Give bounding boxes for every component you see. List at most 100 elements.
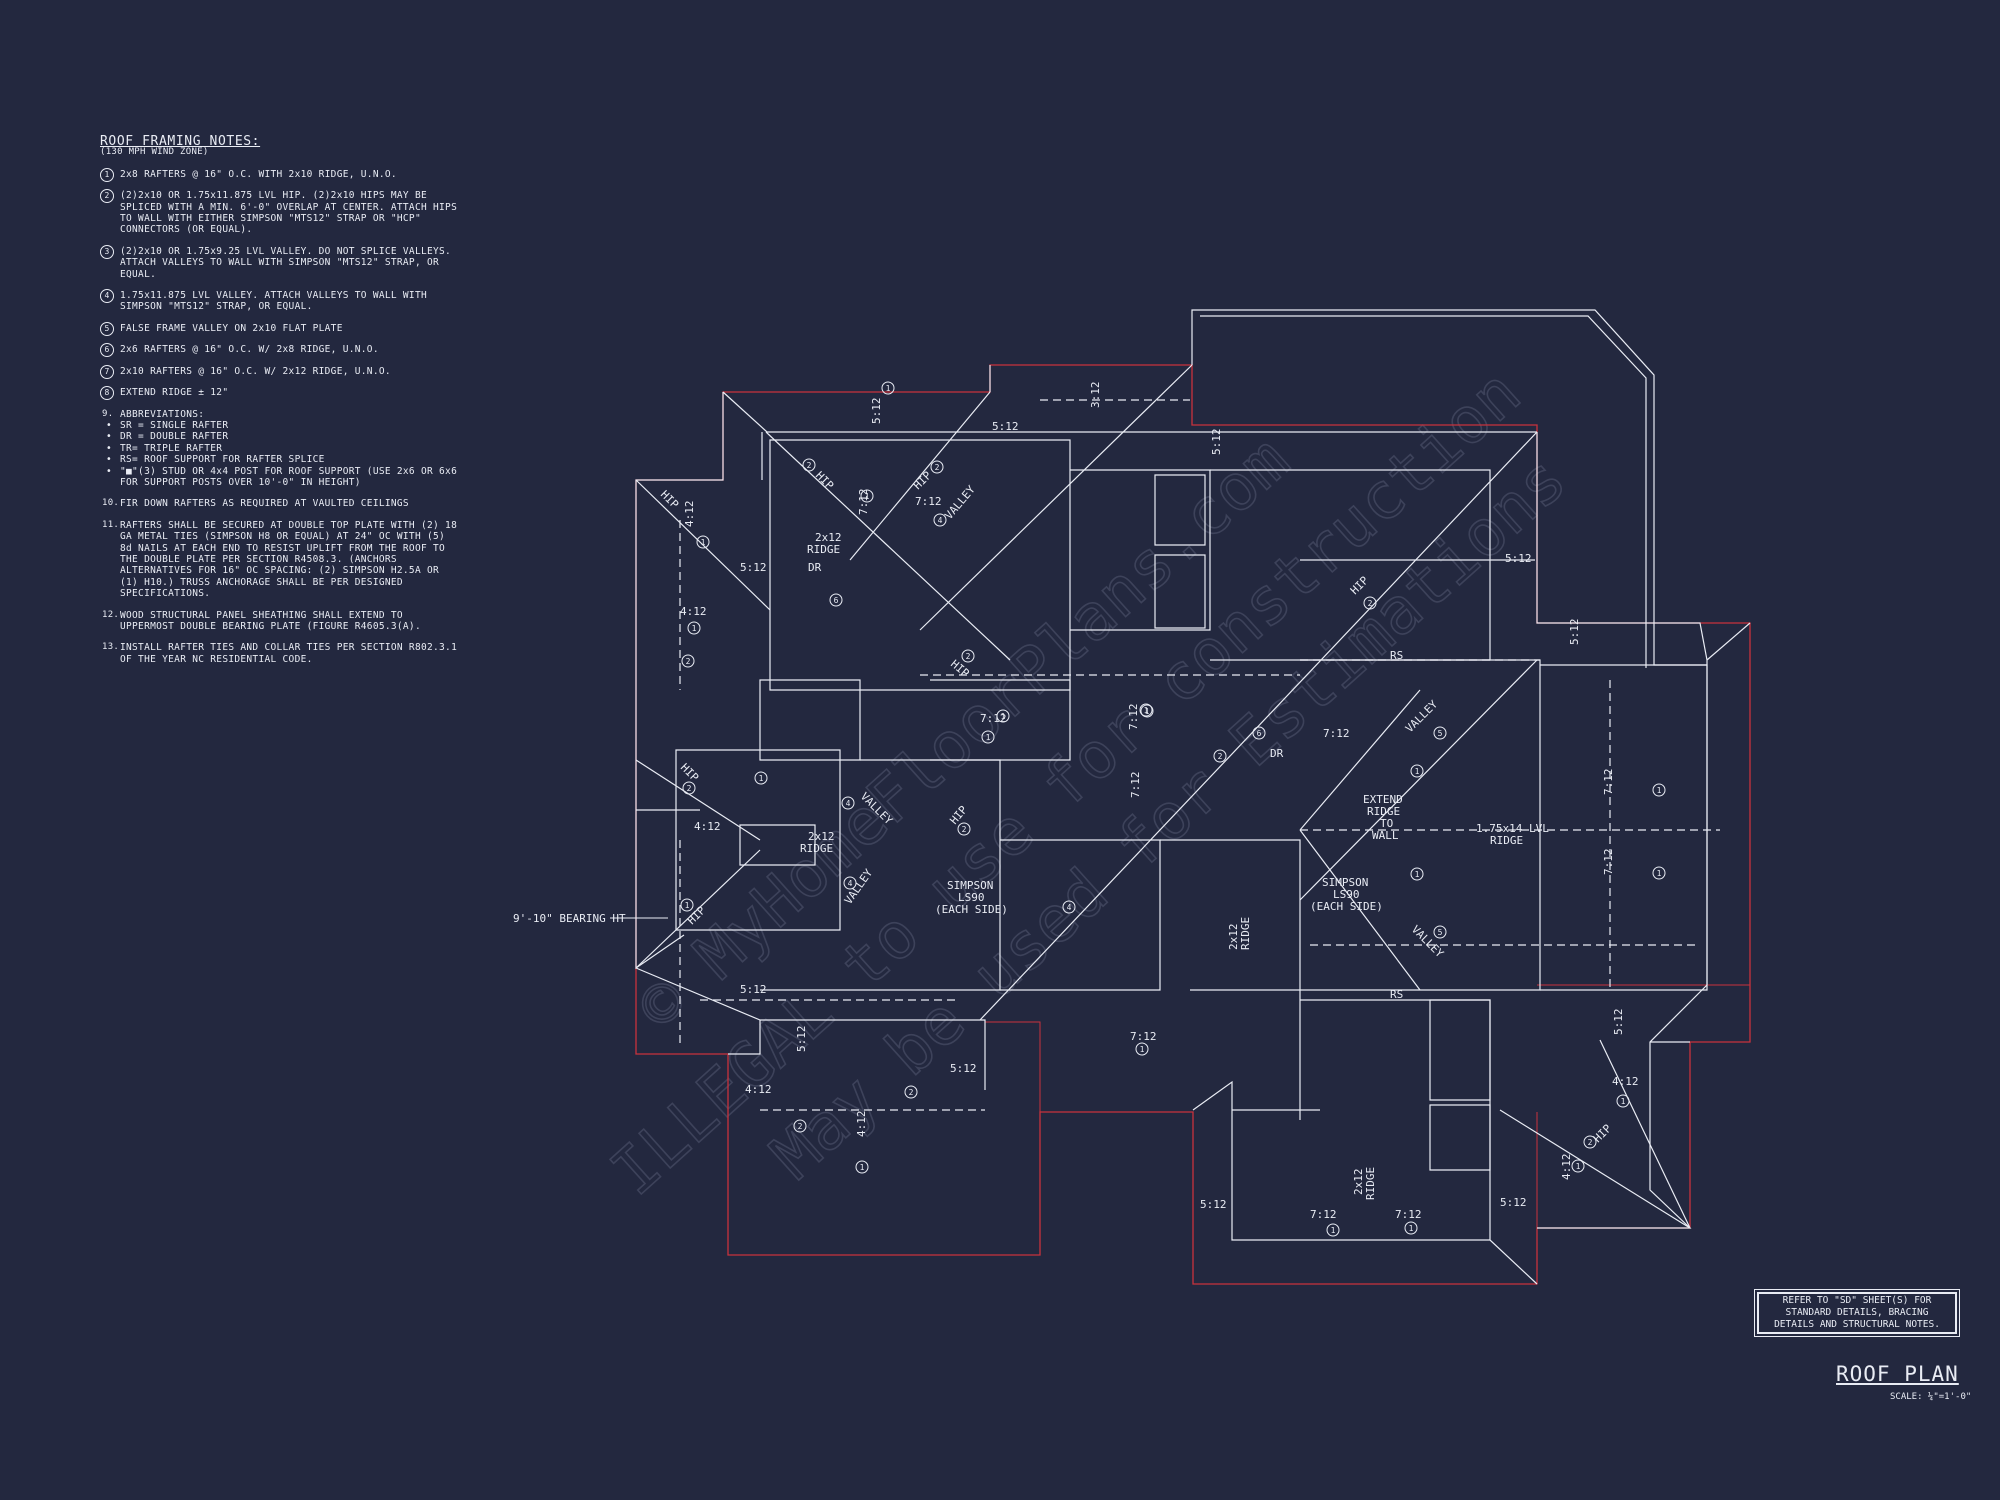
note-marker-number: 1 bbox=[1144, 706, 1149, 715]
valley-label: VALLEY bbox=[858, 790, 896, 828]
hip-label: HIP bbox=[911, 469, 935, 493]
note-number: 10. bbox=[102, 498, 120, 509]
pitch-label: 7:12 bbox=[1130, 1030, 1157, 1043]
notes-subtitle: (130 MPH WIND ZONE) bbox=[100, 147, 209, 158]
framing-note: 10.FIR DOWN RAFTERS AS REQUIRED AT VAULT… bbox=[100, 498, 460, 509]
pitch-label: 5:12 bbox=[1500, 1196, 1527, 1209]
hip-label: HIP bbox=[813, 469, 837, 493]
abbreviation-item: RS= ROOF SUPPORT FOR RAFTER SPLICE bbox=[106, 454, 460, 466]
note-marker-circle bbox=[930, 460, 944, 474]
ridge-size-label: 2x12 bbox=[1352, 1169, 1365, 1196]
note-marker-circle bbox=[904, 1085, 918, 1099]
abbreviations-list: SR = SINGLE RAFTERDR = DOUBLE RAFTERTR= … bbox=[106, 420, 460, 489]
note-marker-circle bbox=[1571, 1159, 1585, 1173]
framing-note: 13.INSTALL RAFTER TIES AND COLLAR TIES P… bbox=[100, 642, 460, 665]
note-text: (2)2x10 OR 1.75x9.25 LVL VALLEY. DO NOT … bbox=[120, 245, 452, 280]
framing-note: 3 (2)2x10 OR 1.75x9.25 LVL VALLEY. DO NOT… bbox=[100, 244, 460, 280]
note-marker-number: 2 bbox=[962, 825, 967, 834]
note-marker-circle bbox=[802, 458, 816, 472]
note-number: 6 bbox=[100, 343, 114, 358]
note-marker-number: 1 bbox=[1415, 767, 1420, 776]
framing-note: 2(2)2x10 OR 1.75x11.875 LVL HIP. (2)2x10… bbox=[100, 189, 460, 236]
extend-ridge-label: RIDGE bbox=[1367, 805, 1400, 818]
hip-label: HIP bbox=[1348, 574, 1372, 598]
note-marker-number: 1 bbox=[701, 538, 706, 547]
note-marker-circle bbox=[682, 781, 696, 795]
note-marker-circle bbox=[754, 771, 768, 785]
pitch-label: 7:12 bbox=[915, 495, 942, 508]
pitch-label: 5:12 bbox=[795, 1026, 808, 1053]
note-marker-number: 1 bbox=[759, 774, 764, 783]
pitch-label: 7:12 bbox=[1323, 727, 1350, 740]
note-marker-number: 2 bbox=[1218, 752, 1223, 761]
pitch-label: 5:12 bbox=[1210, 429, 1223, 456]
extend-ridge-label: WALL bbox=[1372, 829, 1399, 842]
ridge-label: RIDGE bbox=[800, 842, 833, 855]
note-marker-number: 1 bbox=[1001, 712, 1006, 721]
note-marker-circle bbox=[1140, 704, 1154, 718]
note-number: 11. bbox=[102, 519, 120, 530]
note-marker-number: 2 bbox=[909, 1088, 914, 1097]
pitch-label: 5:12 bbox=[1568, 619, 1581, 646]
note-marker-circle bbox=[1213, 749, 1227, 763]
abbreviation-item: DR = DOUBLE RAFTER bbox=[106, 431, 460, 443]
note-marker-number: 4 bbox=[846, 799, 851, 808]
abbreviation-item: "■"(3) STUD OR 4x4 POST FOR ROOF SUPPORT… bbox=[106, 466, 460, 489]
note-marker-circle bbox=[1404, 1221, 1418, 1235]
pitch-label: 4:12 bbox=[745, 1083, 772, 1096]
note-marker-number: 2 bbox=[807, 461, 812, 470]
note-number: 3 bbox=[100, 244, 114, 259]
pitch-label: 4:12 bbox=[1612, 1075, 1639, 1088]
note-marker-circle bbox=[687, 621, 701, 635]
pitch-label: 5:12 bbox=[992, 420, 1019, 433]
note-text: 2x10 RAFTERS @ 16" O.C. W/ 2x12 RIDGE, U… bbox=[120, 365, 391, 377]
pitch-label: 7:12 bbox=[1129, 772, 1142, 799]
note-text: INSTALL RAFTER TIES AND COLLAR TIES PER … bbox=[120, 642, 458, 665]
note-text: 2x8 RAFTERS @ 16" O.C. WITH 2x10 RIDGE, … bbox=[120, 168, 397, 180]
lvl-ridge-label: 1.75x14 LVL bbox=[1476, 822, 1549, 835]
note-marker-circle bbox=[1326, 1223, 1340, 1237]
note-marker-number: 2 bbox=[1368, 599, 1373, 608]
note-marker-circle bbox=[996, 709, 1010, 723]
pitch-label: 7:12 bbox=[980, 712, 1007, 725]
valley-label: VALLEY bbox=[942, 483, 978, 522]
note-marker-circle bbox=[1062, 900, 1076, 914]
note-marker-circle bbox=[957, 822, 971, 836]
note-marker-circle bbox=[881, 381, 895, 395]
note-marker-circle bbox=[1363, 596, 1377, 610]
note-text: EXTEND RIDGE ± 12" bbox=[120, 387, 229, 399]
drawing-scale: SCALE: ¼"=1'-0" bbox=[1890, 1392, 1972, 1402]
pitch-label: 5:12 bbox=[1200, 1198, 1227, 1211]
simpson-label: (EACH SIDE) bbox=[935, 903, 1008, 916]
note-marker-number: 6 bbox=[1257, 729, 1262, 738]
note-marker-number: 1 bbox=[1409, 1224, 1414, 1233]
note-text: FALSE FRAME VALLEY ON 2x10 FLAT PLATE bbox=[120, 322, 343, 334]
hip-label: HIP bbox=[678, 761, 702, 785]
abbreviations-title: ABBREVIATIONS: bbox=[120, 408, 205, 420]
ridge-size-label: 2x12 bbox=[815, 531, 842, 544]
pitch-label: 4:12 bbox=[855, 1111, 868, 1138]
note-marker-number: 2 bbox=[798, 1122, 803, 1131]
pitch-label: 4:12 bbox=[1560, 1154, 1573, 1181]
abbreviation-item: SR = SINGLE RAFTER bbox=[106, 420, 460, 432]
notes-list-extra: 10.FIR DOWN RAFTERS AS REQUIRED AT VAULT… bbox=[100, 498, 460, 665]
note-marker-number: 1 bbox=[1331, 1226, 1336, 1235]
note-marker-number: 4 bbox=[848, 879, 853, 888]
pitch-label: 5:12 bbox=[950, 1062, 977, 1075]
note-marker-number: 1 bbox=[1657, 786, 1662, 795]
ridge-label: RIDGE bbox=[1239, 917, 1252, 950]
note-marker-circle bbox=[1583, 1135, 1597, 1149]
note-marker-circle bbox=[855, 1160, 869, 1174]
note-marker-number: 1 bbox=[1576, 1162, 1581, 1171]
plan-labels: 5:12 5:12 3:12 5:12 5:12 5:12 4:12 4:12 … bbox=[513, 382, 1639, 1222]
note-text: 1.75x11.875 LVL VALLEY. ATTACH VALLEYS T… bbox=[120, 290, 427, 313]
framing-note: 11.RAFTERS SHALL BE SECURED AT DOUBLE TO… bbox=[100, 520, 460, 600]
note-marker-circle bbox=[680, 898, 694, 912]
plan-linework bbox=[635, 309, 1751, 1285]
ridge-size-label: 2x12 bbox=[808, 830, 835, 843]
